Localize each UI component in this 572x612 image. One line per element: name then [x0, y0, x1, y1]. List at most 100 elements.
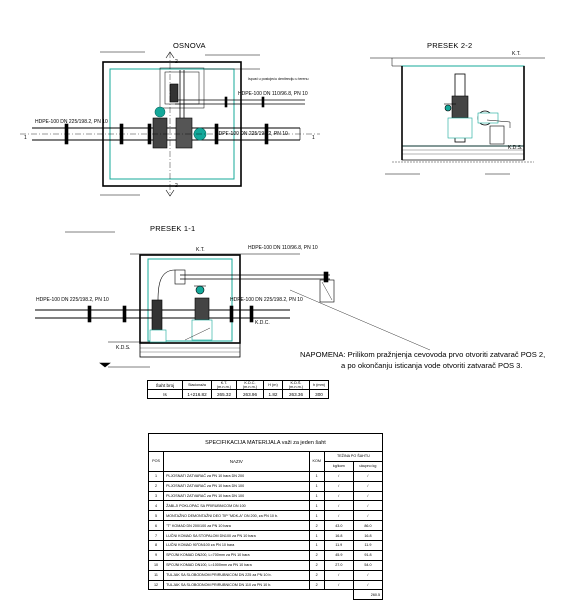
note-line-2: a po okončanju isticanja vode otvoriti z…: [341, 361, 523, 370]
shaft-header: K.T. (m.n.m.): [211, 380, 237, 390]
spec-name: PLJOSNATI ZATVARAČ za PN 10 bara DN 100: [163, 490, 310, 502]
spec-pos: 12: [147, 579, 165, 591]
spec-name: MONTAŽNO DEMONTAŽNI DEO TIP "MDK-A" DN 2…: [163, 510, 310, 522]
shaft-table-header: Šaht broj Stacionaža K.T. (m.n.m.) K.D.C…: [147, 380, 329, 390]
spec-pos: 9: [147, 549, 165, 561]
presek-22-title: PRESEK 2-2: [427, 41, 473, 50]
pipe-label-225-osnova: HDPE-100 DN 225/198.2, PN 10: [35, 119, 108, 125]
shaft-table-row: Is 1+216.82 265.32 263.96 1.82 263.36 30…: [147, 389, 329, 399]
shaft-cell: 265.32: [211, 389, 237, 399]
spec-qty: 2: [308, 569, 325, 581]
shaft-cell: 1+216.82: [182, 389, 212, 399]
spec-kg: /: [323, 470, 354, 482]
spec-pos: 7: [147, 530, 165, 542]
spec-name: TULJAK SA SLOBODNOM PRIRUBNICOM DN 110 z…: [163, 579, 310, 591]
pipe-label-110-osnova: HDPE-100 DN 110/96.8, PN 10: [238, 91, 308, 97]
kdc-label-11: K.D.C.: [255, 320, 270, 326]
kt-label-11: K.T.: [196, 247, 205, 253]
spec-qty: 1: [308, 490, 325, 502]
drain-note: Ispust u postojeću denitreciju u terenu: [248, 77, 309, 81]
shaft-table: Šaht broj Stacionaža K.T. (m.n.m.) K.D.C…: [147, 380, 329, 399]
spec-total: /: [352, 579, 384, 591]
spec-pos: 3: [147, 490, 165, 502]
spec-kg: /: [323, 579, 354, 591]
spec-pos: 6: [147, 520, 165, 532]
spec-name: PLJOSNATI ZATVARAČ za PN 10 bara DN 200: [163, 470, 310, 482]
spec-pos: 8: [147, 540, 165, 551]
shaft-cell: 300: [309, 389, 329, 399]
spec-total: /: [352, 510, 384, 522]
kds-label-11: K.D.S.: [116, 345, 131, 351]
spec-kg: 27.0: [323, 559, 354, 571]
section-2-bottom: 2: [175, 183, 178, 189]
spec-total: /: [352, 480, 384, 492]
osnova-plan-view: [20, 51, 320, 197]
kt-label-22: K.T.: [512, 51, 521, 57]
shaft-header: Stacionaža: [182, 380, 212, 390]
osnova-title: OSNOVA: [173, 41, 206, 50]
spec-qty: 1: [308, 510, 325, 522]
spec-total: /: [352, 500, 384, 512]
spec-total-row: 260.5: [149, 589, 384, 601]
spec-kg: 45.9: [323, 549, 354, 561]
spec-pos: 4: [147, 500, 165, 512]
spec-title: SPECIFIKACIJA MATERIJALA važi za jeden š…: [148, 433, 383, 452]
section-1-left: 1: [24, 135, 27, 141]
spec-qty: 1: [308, 530, 325, 542]
spec-pos: 11: [147, 569, 165, 581]
pipe-label-110-presek: HDPE-100 DN 110/96.8, PN 10: [248, 245, 318, 251]
spec-total: 91.8: [352, 549, 384, 561]
spec-qty: 1: [308, 540, 325, 551]
spec-pos: 5: [147, 510, 165, 522]
spec-col-name: NAZIV: [163, 451, 310, 472]
spec-kg: /: [323, 510, 354, 522]
spec-col-kg-pc: kg/kom: [323, 460, 354, 472]
spec-title-row: SPECIFIKACIJA MATERIJALA važi za jeden š…: [148, 433, 383, 452]
presek-1-1-view: [35, 231, 431, 368]
shaft-header: H (m): [263, 380, 283, 390]
spec-kg: /: [323, 480, 354, 492]
spec-grand-total: 260.5: [352, 589, 384, 601]
shaft-header: h (mm): [309, 380, 329, 390]
section-2-top: 2: [175, 59, 178, 65]
pipe-label-225-presek: HDPE-100 DN 225/198.2, PN 10: [36, 297, 109, 303]
spec-name: SPOJNI KOMAD DN100, L=1000mm za PN 10 ba…: [163, 559, 310, 571]
spec-qty: 1: [308, 480, 325, 492]
spec-col-pos: POS: [147, 451, 165, 472]
spec-kg: 11.9: [323, 540, 354, 551]
shaft-header: K.D.C. (m.n.m.): [236, 380, 264, 390]
spec-qty: 2: [308, 579, 325, 591]
spec-qty: 1: [308, 500, 325, 512]
spec-col-kg-total: ukupno kg: [352, 460, 384, 472]
spec-total: 11.9: [352, 540, 384, 551]
spec-kg: 16.8: [323, 530, 354, 542]
spec-col-qty: KOM: [308, 451, 325, 472]
shaft-cell: 263.36: [282, 389, 310, 399]
spec-qty: 1: [308, 470, 325, 482]
spec-total: /: [352, 490, 384, 502]
spec-name: LUČNI KOMAD SA STOPALOM DN100 za PN 10 b…: [163, 530, 310, 542]
pipe-label-225-osnova-right: HDPE-100 DN 225/198.2, PN 10: [215, 131, 288, 137]
spec-total: /: [352, 569, 384, 581]
spec-kg: /: [323, 490, 354, 502]
presek-2-2-view: [370, 57, 545, 175]
kds-label-22: K.D.S.: [508, 145, 523, 151]
spec-pos: 1: [147, 470, 165, 482]
spec-total: 16.8: [352, 530, 384, 542]
spec-pos: 10: [147, 559, 165, 571]
note-line-1: NAPOMENA: Prilikom pražnjenja cevovoda p…: [300, 350, 546, 359]
spec-header-row: POS NAZIV KOM TEŽINA PO ŠAHTU: [147, 451, 384, 472]
spec-name: SPOJNI KOMAD DN200, L=700mm za PN 10 bar…: [163, 549, 310, 561]
